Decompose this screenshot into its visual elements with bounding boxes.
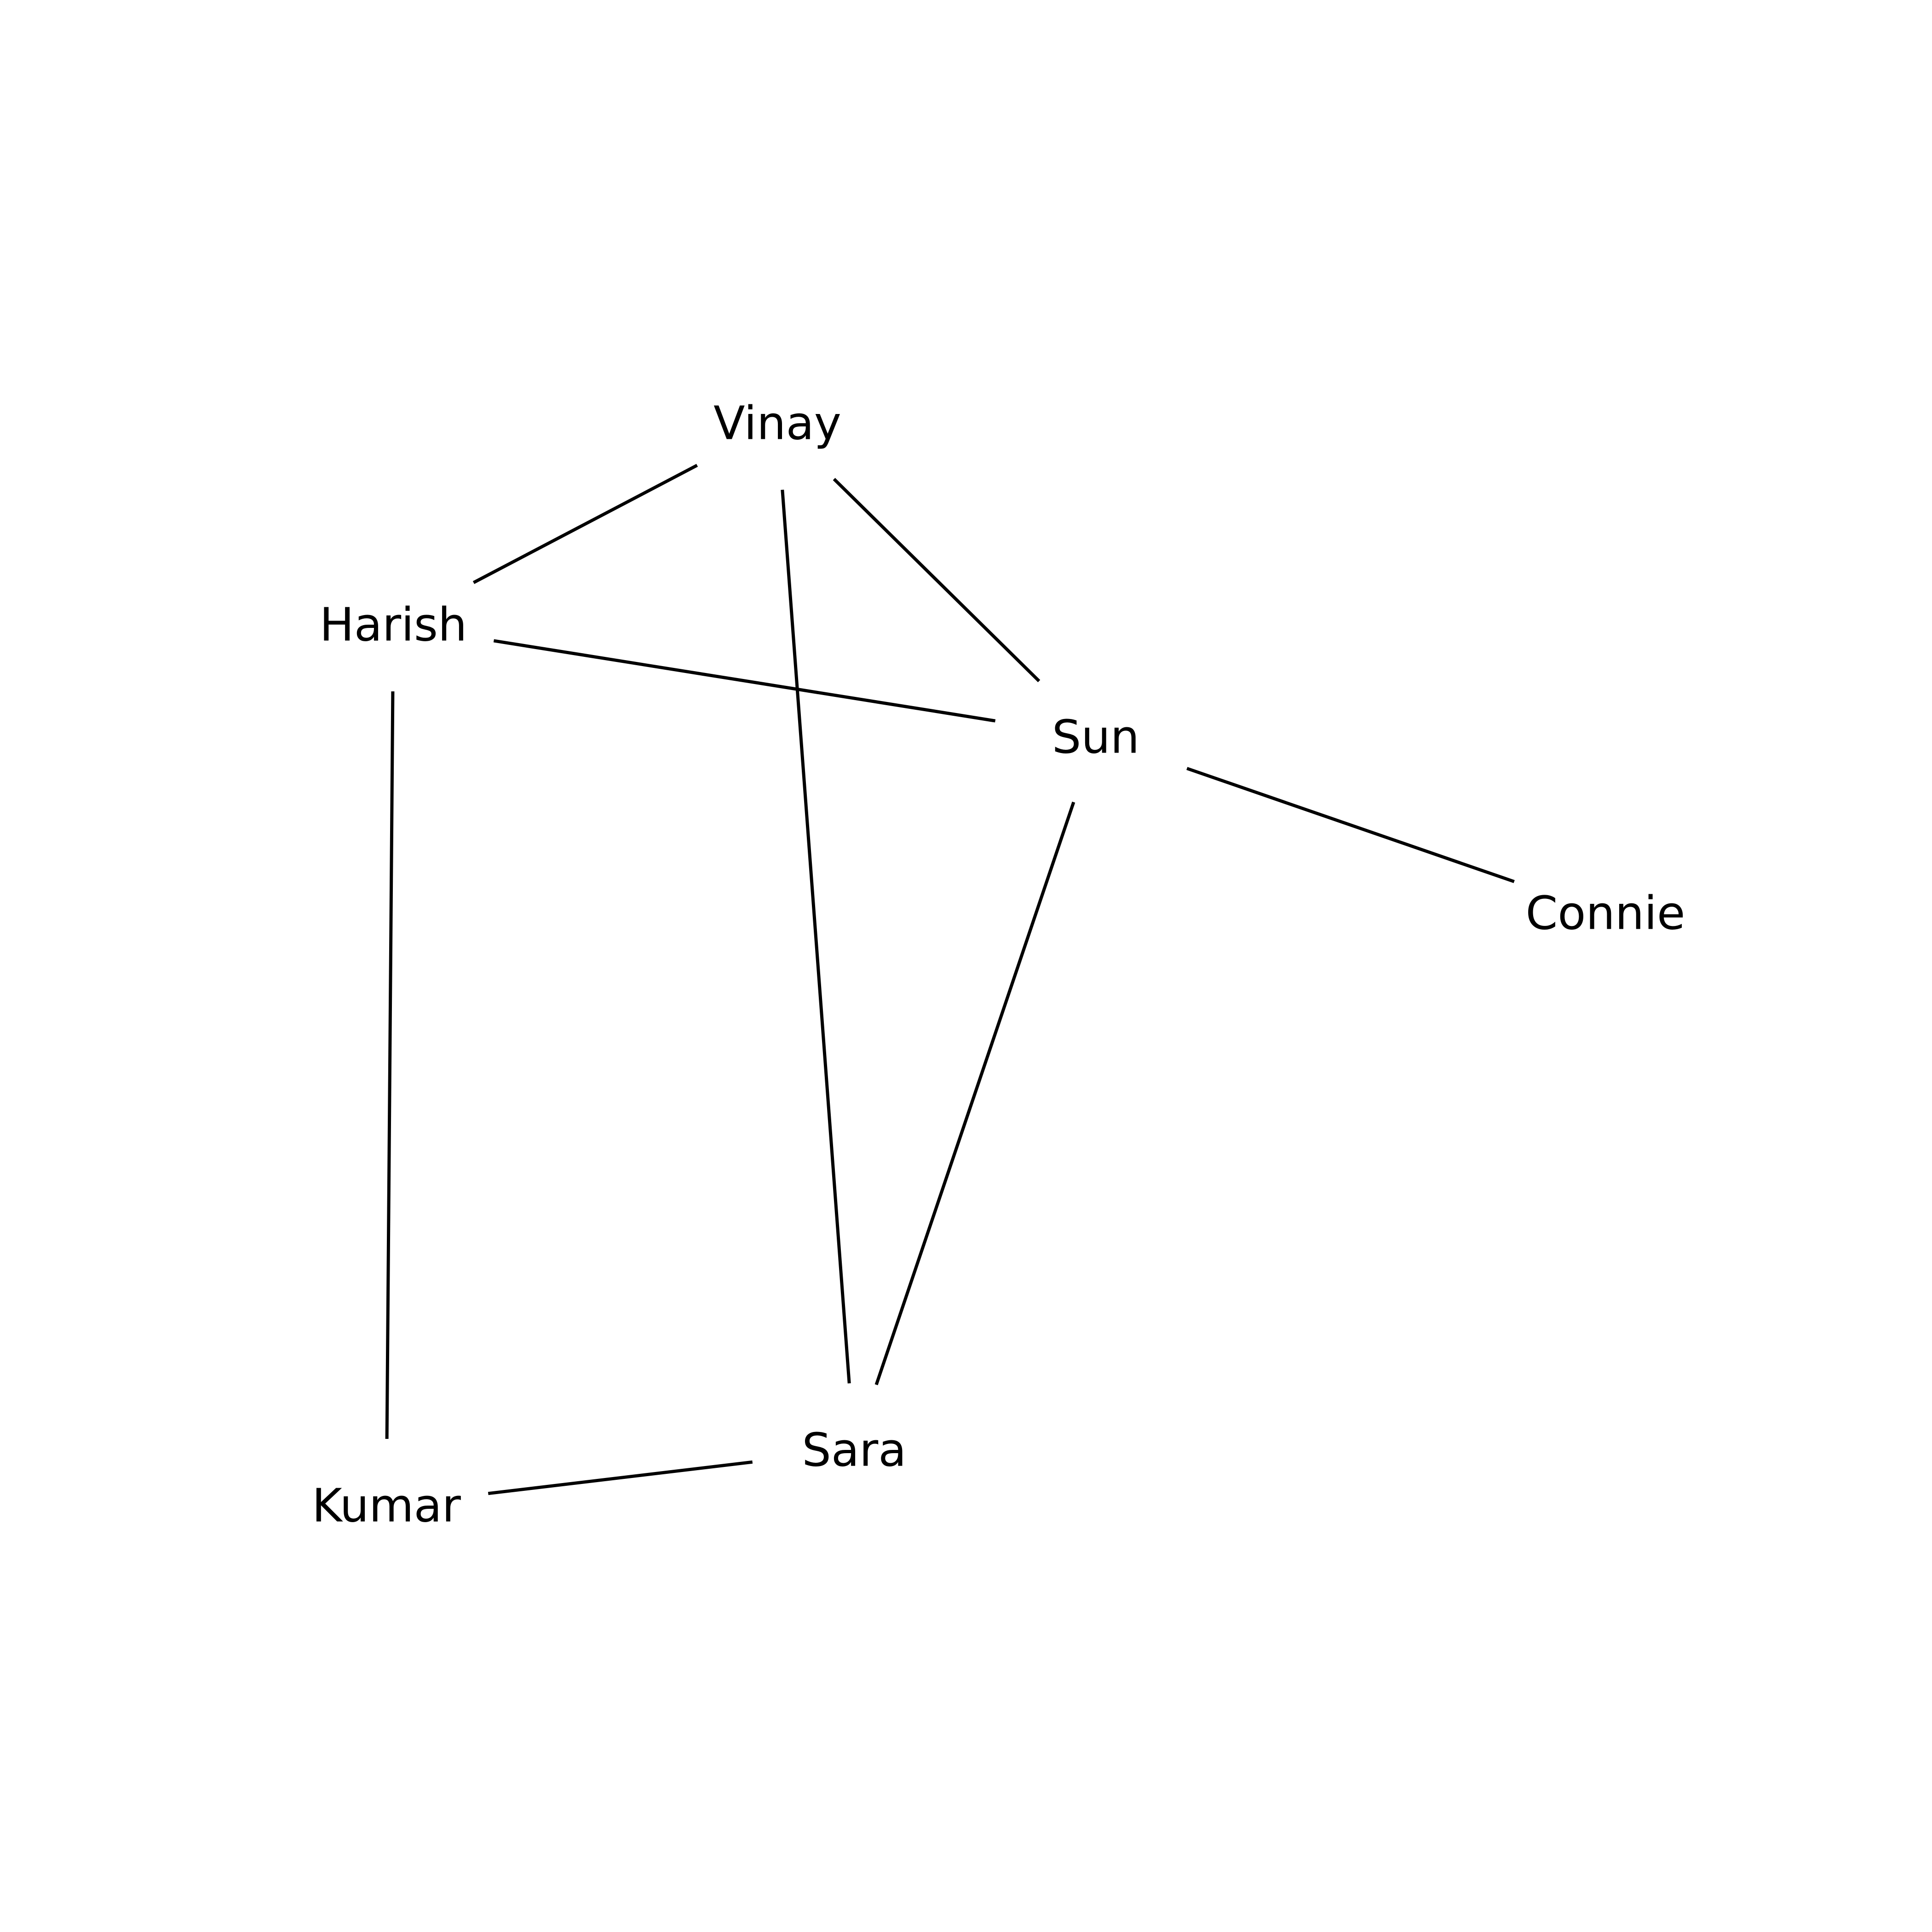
edge-harish-kumar (385, 691, 395, 1439)
edge-kumar-sara (488, 1460, 753, 1495)
node-label-sun: Sun (1052, 710, 1139, 764)
edge-vinay-sun (833, 477, 1041, 683)
edge-sun-sara (874, 801, 1075, 1386)
edges-layer (385, 464, 1515, 1495)
node-label-sara: Sara (802, 1423, 906, 1477)
node-label-kumar: Kumar (312, 1479, 461, 1533)
edge-vinay-sara (781, 489, 851, 1384)
node-label-vinay: Vinay (713, 397, 841, 450)
node-label-harish: Harish (320, 598, 467, 652)
edge-sun-connie (1186, 767, 1515, 883)
edge-vinay-harish (472, 464, 698, 584)
node-label-connie: Connie (1525, 886, 1685, 940)
edge-harish-sun (493, 639, 996, 723)
nodes-layer: Vinay Harish Sun Connie Sara Kumar (312, 397, 1685, 1533)
